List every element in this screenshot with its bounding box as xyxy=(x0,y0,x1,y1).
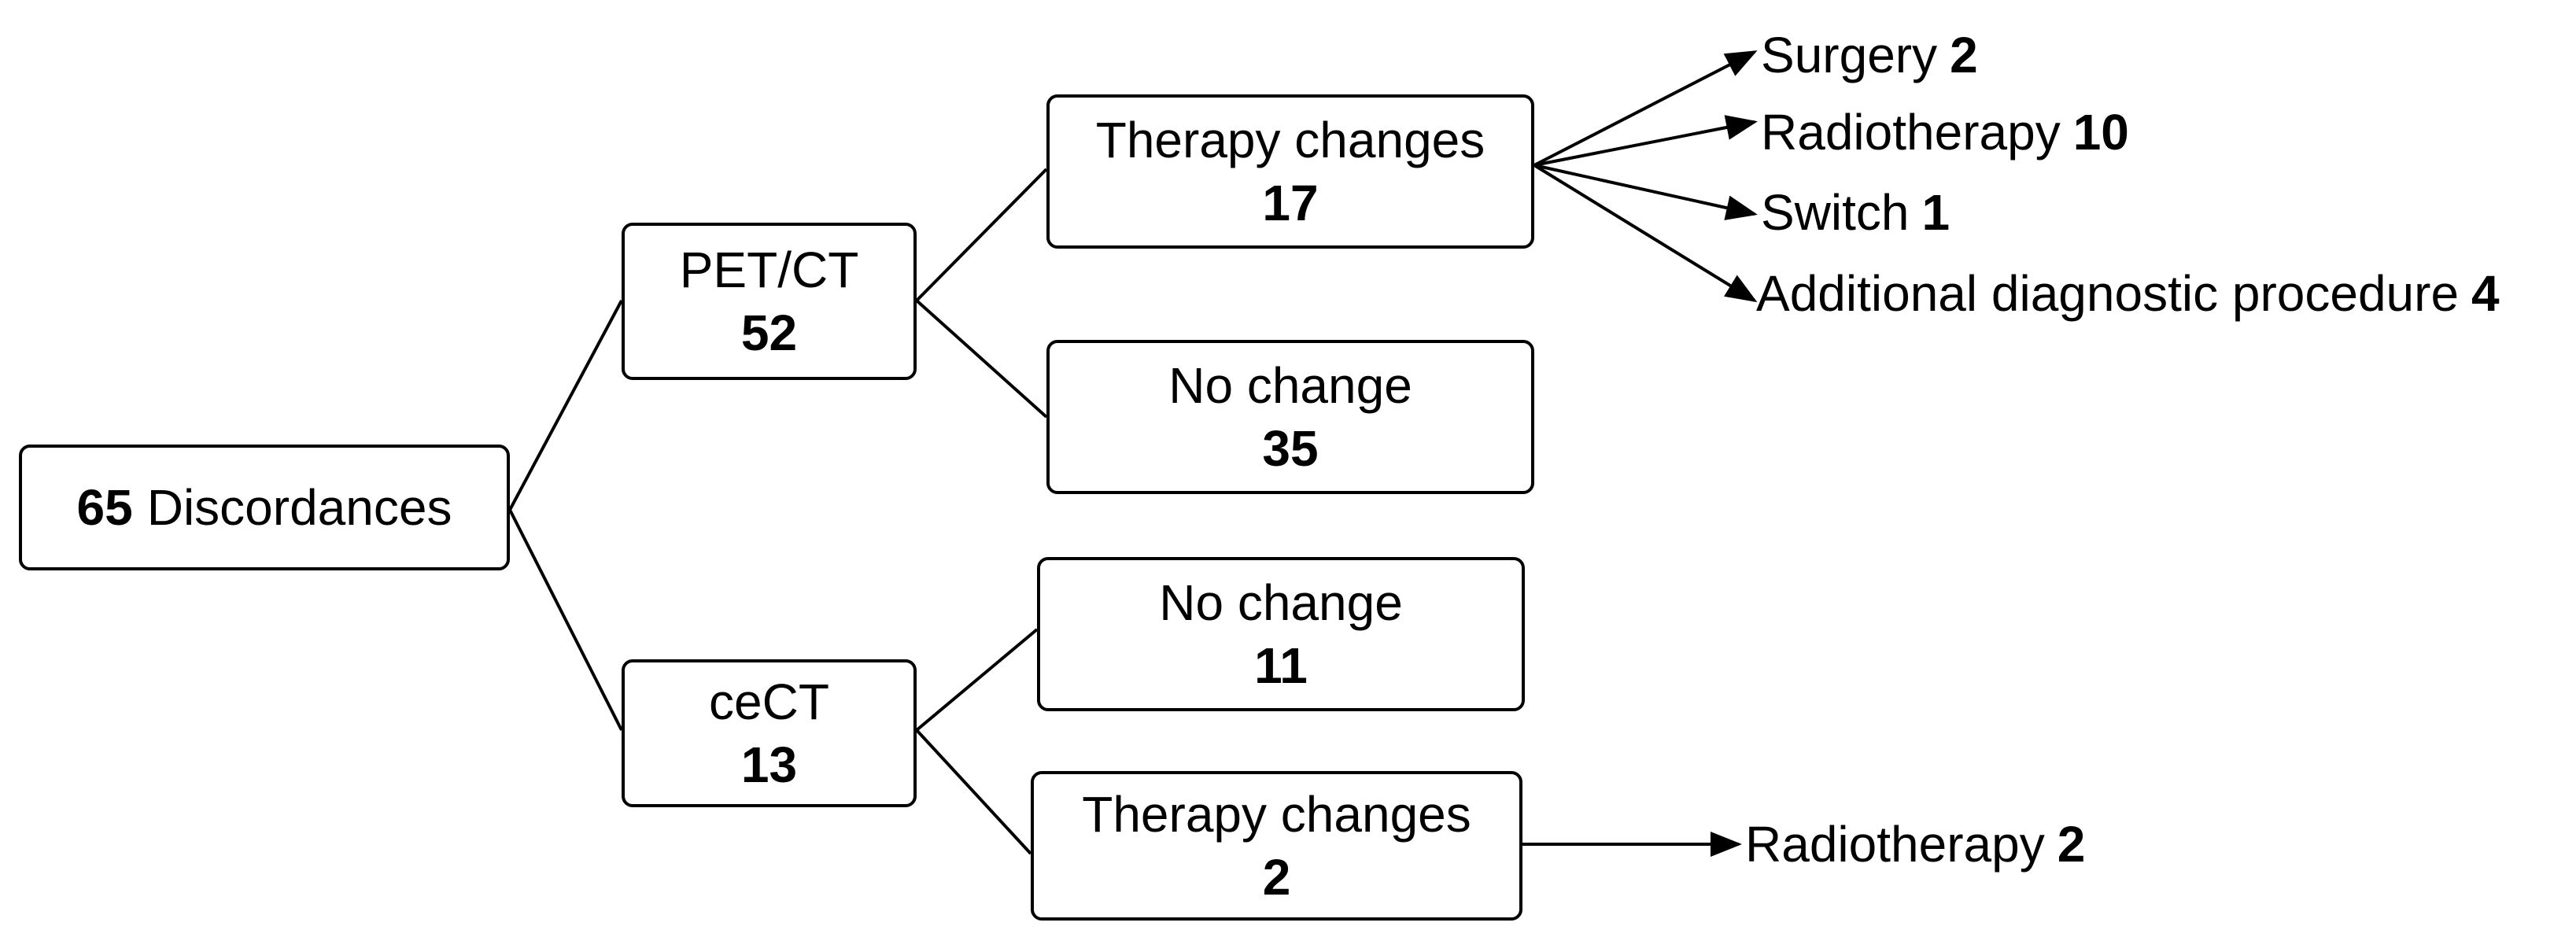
cect-node: ceCT 13 xyxy=(622,659,917,807)
petct-count: 52 xyxy=(740,304,798,361)
outcome-surgery-label: Surgery xyxy=(1761,27,1938,83)
cect-label: ceCT xyxy=(709,673,829,730)
root-count: 65 xyxy=(76,479,133,536)
outcome-cect-radiotherapy-count: 2 xyxy=(2057,816,2086,873)
petct-therapy-changes-node: Therapy changes 17 xyxy=(1046,94,1534,249)
root-node: 65 Discordances xyxy=(19,445,510,570)
edge-root-cect xyxy=(508,509,623,731)
petct-therapy-changes-label: Therapy changes xyxy=(1095,112,1485,168)
edge-cect-therapy xyxy=(915,729,1032,855)
petct-no-change-node: No change 35 xyxy=(1046,340,1534,494)
outcome-switch-count: 1 xyxy=(1921,184,1950,241)
cect-no-change-label: No change xyxy=(1159,574,1403,631)
arrow-additional xyxy=(1533,164,1758,303)
cect-no-change-count: 11 xyxy=(1254,637,1308,694)
petct-therapy-changes-count: 17 xyxy=(1262,175,1319,231)
cect-therapy-changes-node: Therapy changes 2 xyxy=(1031,771,1522,921)
petct-node: PET/CT 52 xyxy=(622,223,917,380)
edge-petct-nochange xyxy=(915,299,1048,419)
petct-no-change-count: 35 xyxy=(1262,420,1319,477)
outcome-additional-diagnostic-label: Additional diagnostic procedure xyxy=(1756,265,2460,322)
cect-no-change-node: No change 11 xyxy=(1037,557,1525,711)
edge-root-petct xyxy=(508,300,623,511)
arrow-switch xyxy=(1533,164,1758,220)
outcome-radiotherapy-label: Radiotherapy xyxy=(1761,104,2061,161)
cect-therapy-changes-count: 2 xyxy=(1262,849,1291,906)
outcome-surgery-count: 2 xyxy=(1950,27,1978,83)
edge-petct-therapy xyxy=(915,168,1048,302)
outcome-additional-diagnostic-count: 4 xyxy=(2471,265,2500,322)
cect-therapy-changes-label: Therapy changes xyxy=(1082,786,1471,843)
arrow-radiotherapy xyxy=(1533,115,1758,167)
outcome-switch-label: Switch xyxy=(1761,184,1910,241)
outcome-radiotherapy-count: 10 xyxy=(2072,104,2129,161)
petct-no-change-label: No change xyxy=(1168,357,1412,414)
edge-cect-nochange xyxy=(915,628,1039,732)
cect-count: 13 xyxy=(740,736,798,793)
root-label: Discordances xyxy=(146,479,452,536)
petct-label: PET/CT xyxy=(679,242,859,298)
arrow-surgery xyxy=(1533,50,1758,167)
outcome-cect-radiotherapy-label: Radiotherapy xyxy=(1745,816,2045,873)
